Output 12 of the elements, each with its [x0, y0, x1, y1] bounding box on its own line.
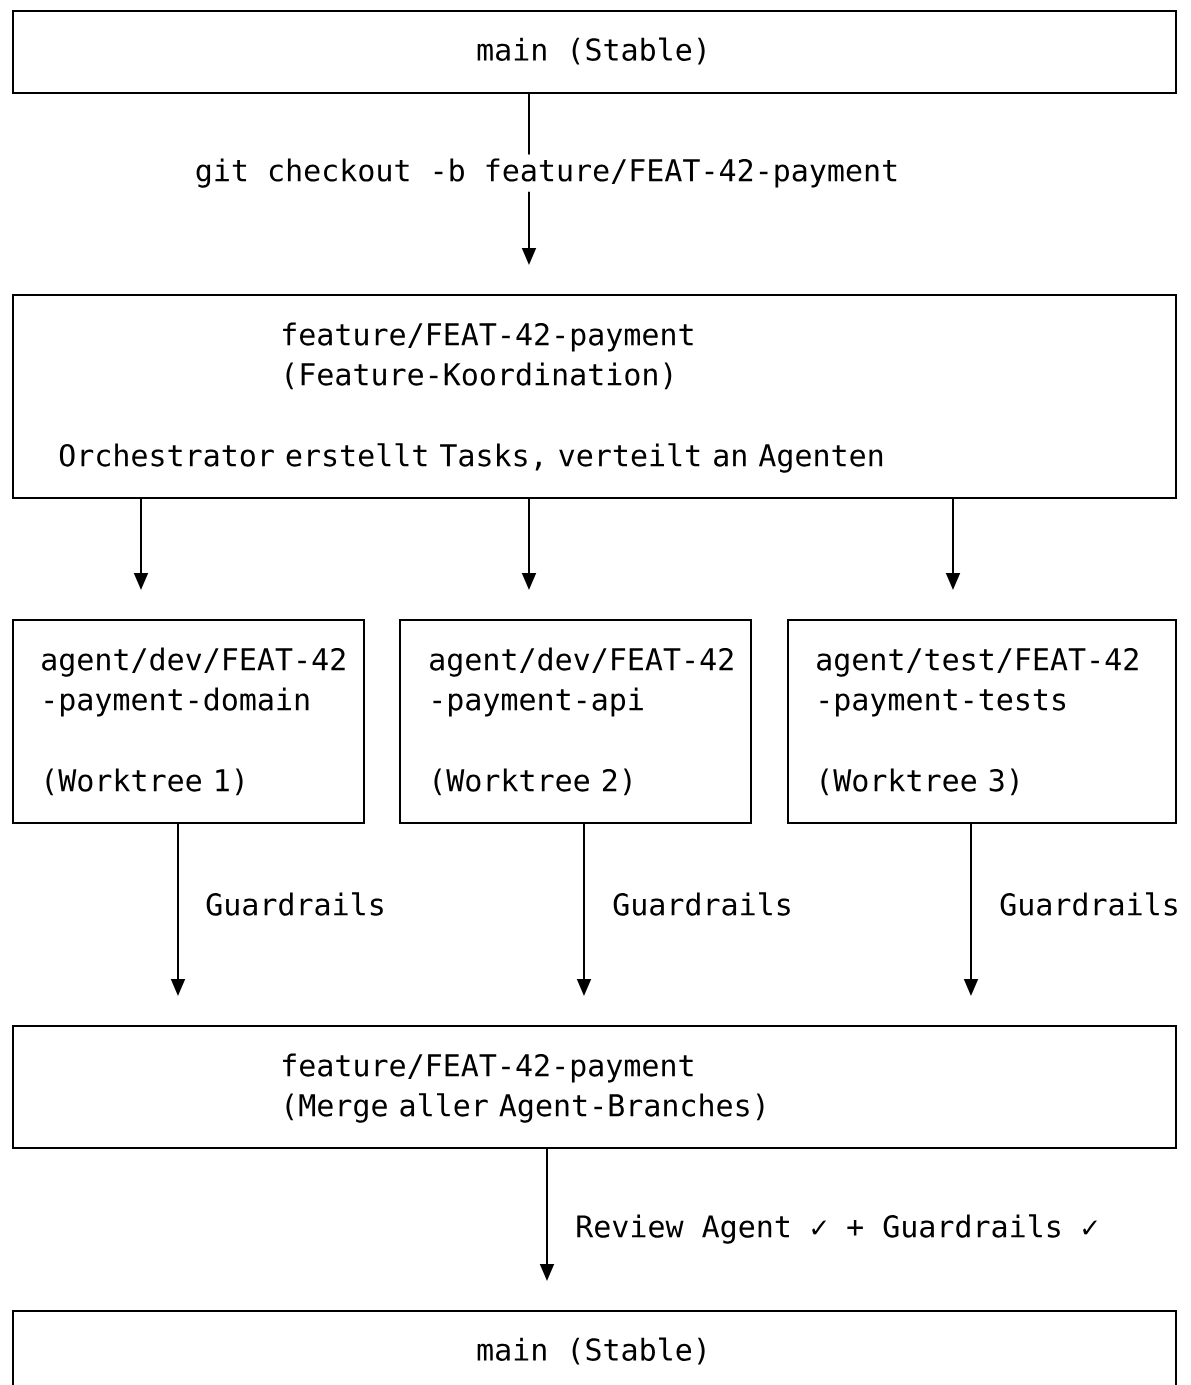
branch-box: feature/FEAT-42-payment (Merge aller Agent-Branches)	[12, 1025, 1177, 1149]
edge-label: Guardrails	[613, 892, 790, 916]
edge-label: Review Agent ✓ + Guardrails ✓	[577, 1214, 1097, 1244]
edge-label: Guardrails	[1000, 892, 1177, 916]
branch-box: agent/dev/FEAT-42 -payment-domain (Worktree 1)	[12, 619, 365, 824]
edge-label: git checkout -b feature/FEAT-42-payment	[190, 154, 904, 192]
branch-box: feature/FEAT-42-payment (Feature-Koordination) Orchestrator erstellt Tasks, verteilt an Agenten	[12, 294, 1177, 499]
branch-box: main (Stable)	[12, 10, 1177, 94]
branch-box: agent/dev/FEAT-42 -payment-api (Worktree 2)	[399, 619, 752, 824]
edge-label: Guardrails	[206, 892, 383, 916]
branch-box: main (Stable)	[12, 1310, 1177, 1385]
branch-box: agent/test/FEAT-42 -payment-tests (Worktree 3)	[787, 619, 1177, 824]
